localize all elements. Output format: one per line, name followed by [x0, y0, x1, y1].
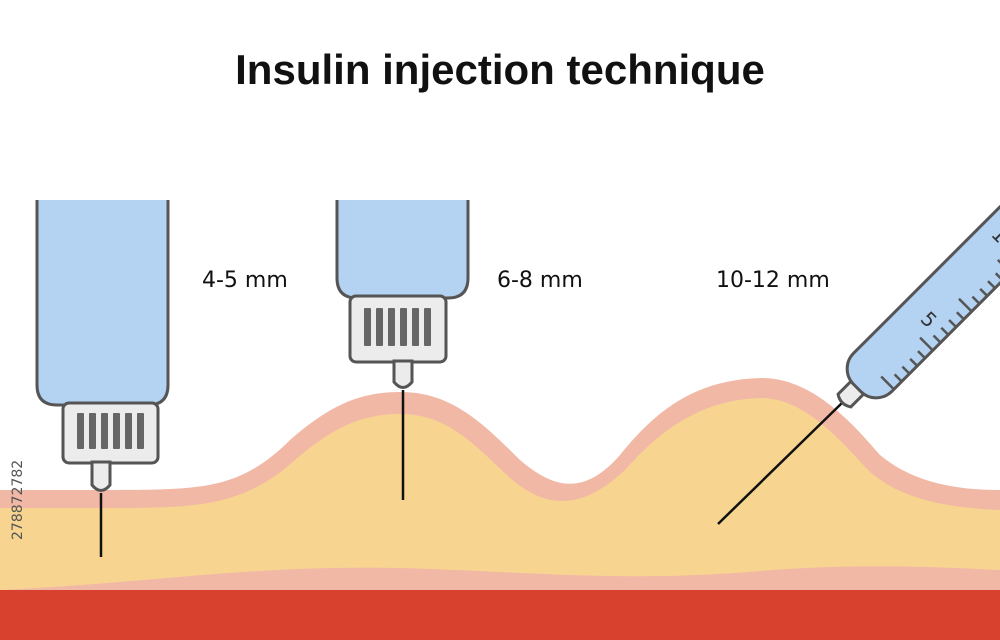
label-10-12-mm: 10-12 mm — [716, 268, 830, 293]
label-4-5-mm: 4-5 mm — [202, 268, 288, 293]
syringe-scale-ticks — [880, 258, 1000, 391]
pen-grip-lines — [77, 413, 144, 449]
pen-short-needle — [35, 200, 170, 557]
needle-hub — [392, 359, 414, 389]
syringe-long-needle: 5 10 — [717, 199, 1000, 525]
pen-medium-needle — [335, 200, 470, 500]
watermark-id: 278872782 — [10, 459, 26, 540]
page-title: Insulin injection technique — [235, 46, 765, 93]
pen-body — [35, 200, 170, 407]
syringe-barrel — [845, 199, 1000, 400]
needle-hub — [90, 460, 112, 492]
fat-layer — [0, 398, 1000, 590]
pen-grip-lines — [364, 308, 431, 346]
label-6-8-mm: 6-8 mm — [497, 268, 583, 293]
pen-body — [335, 200, 470, 300]
needle — [717, 401, 844, 525]
